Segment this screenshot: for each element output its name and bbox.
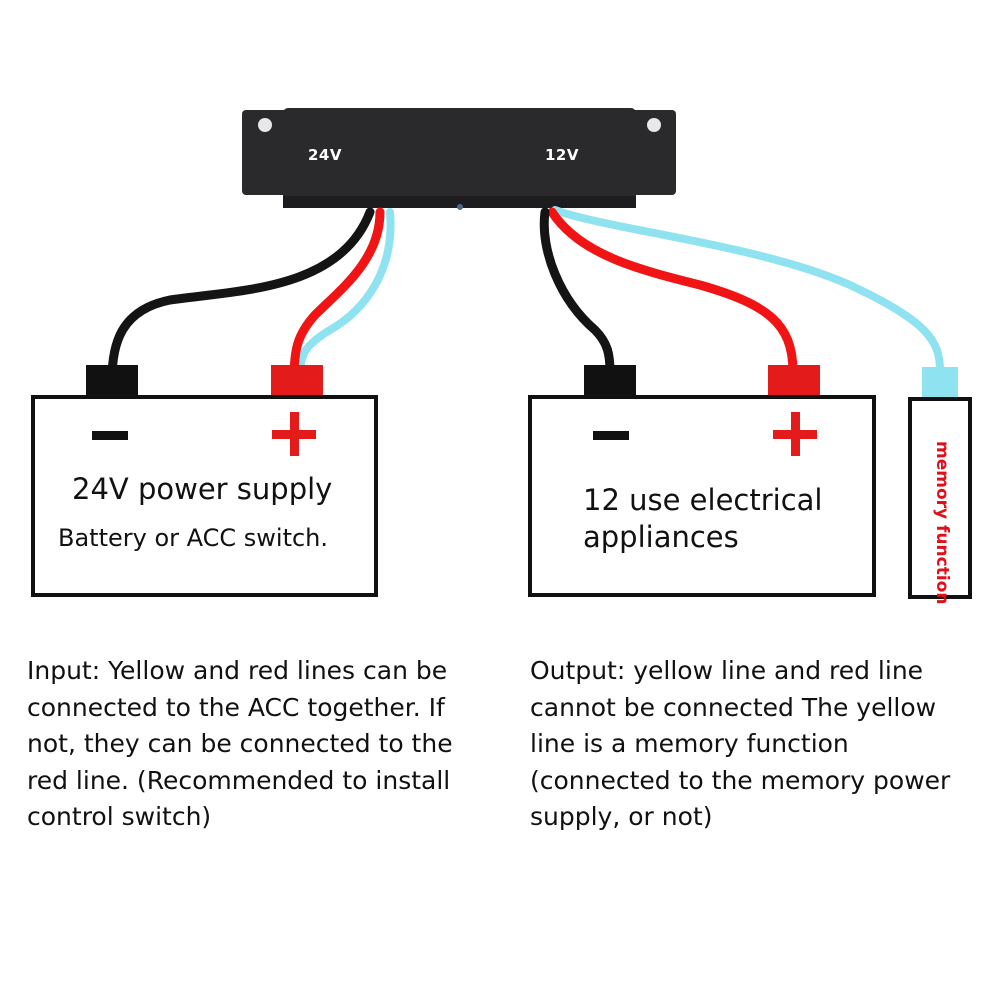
input-voltage-label: 24V (308, 146, 342, 164)
supply-negative-terminal (86, 365, 138, 398)
mounting-hole-left (258, 118, 272, 132)
output-voltage-label: 12V (545, 146, 579, 164)
supply-title: 24V power supply (72, 472, 333, 506)
memory-function-label: memory function (932, 441, 952, 605)
converter-device (242, 108, 676, 210)
load-positive-terminal (768, 365, 820, 398)
output-cyan-wire (551, 206, 944, 374)
memory-box (908, 367, 972, 599)
load-box (528, 365, 876, 597)
mounting-hole-right (647, 118, 661, 132)
input-note: Input: Yellow and red lines can be conne… (27, 656, 453, 831)
output-red-wire (547, 207, 798, 375)
mounting-flange-right (630, 110, 676, 195)
output-wires (539, 206, 944, 377)
power-supply-box (31, 365, 378, 597)
input-red-wire (289, 207, 385, 385)
converter-bottom-edge (283, 196, 636, 208)
supply-plus-sign-v (290, 412, 299, 456)
center-led (457, 204, 463, 210)
supply-minus-sign (92, 431, 128, 440)
input-black-wire (107, 207, 375, 385)
mounting-flange-left (242, 110, 288, 195)
output-note: Output: yellow line and red line cannot … (530, 656, 951, 831)
memory-outline (908, 397, 972, 599)
load-minus-sign (593, 431, 629, 440)
input-wires (107, 207, 395, 385)
input-cyan-wire (296, 208, 395, 379)
supply-positive-terminal (271, 365, 323, 398)
output-black-wire (539, 207, 615, 377)
supply-subtitle: Battery or ACC switch. (58, 524, 329, 552)
load-title: 12 use electrical appliances (583, 483, 823, 554)
load-negative-terminal (584, 365, 636, 398)
converter-body (283, 108, 636, 208)
memory-terminal (922, 367, 958, 399)
load-plus-sign-v (791, 412, 800, 456)
supply-battery-outline (31, 395, 378, 597)
